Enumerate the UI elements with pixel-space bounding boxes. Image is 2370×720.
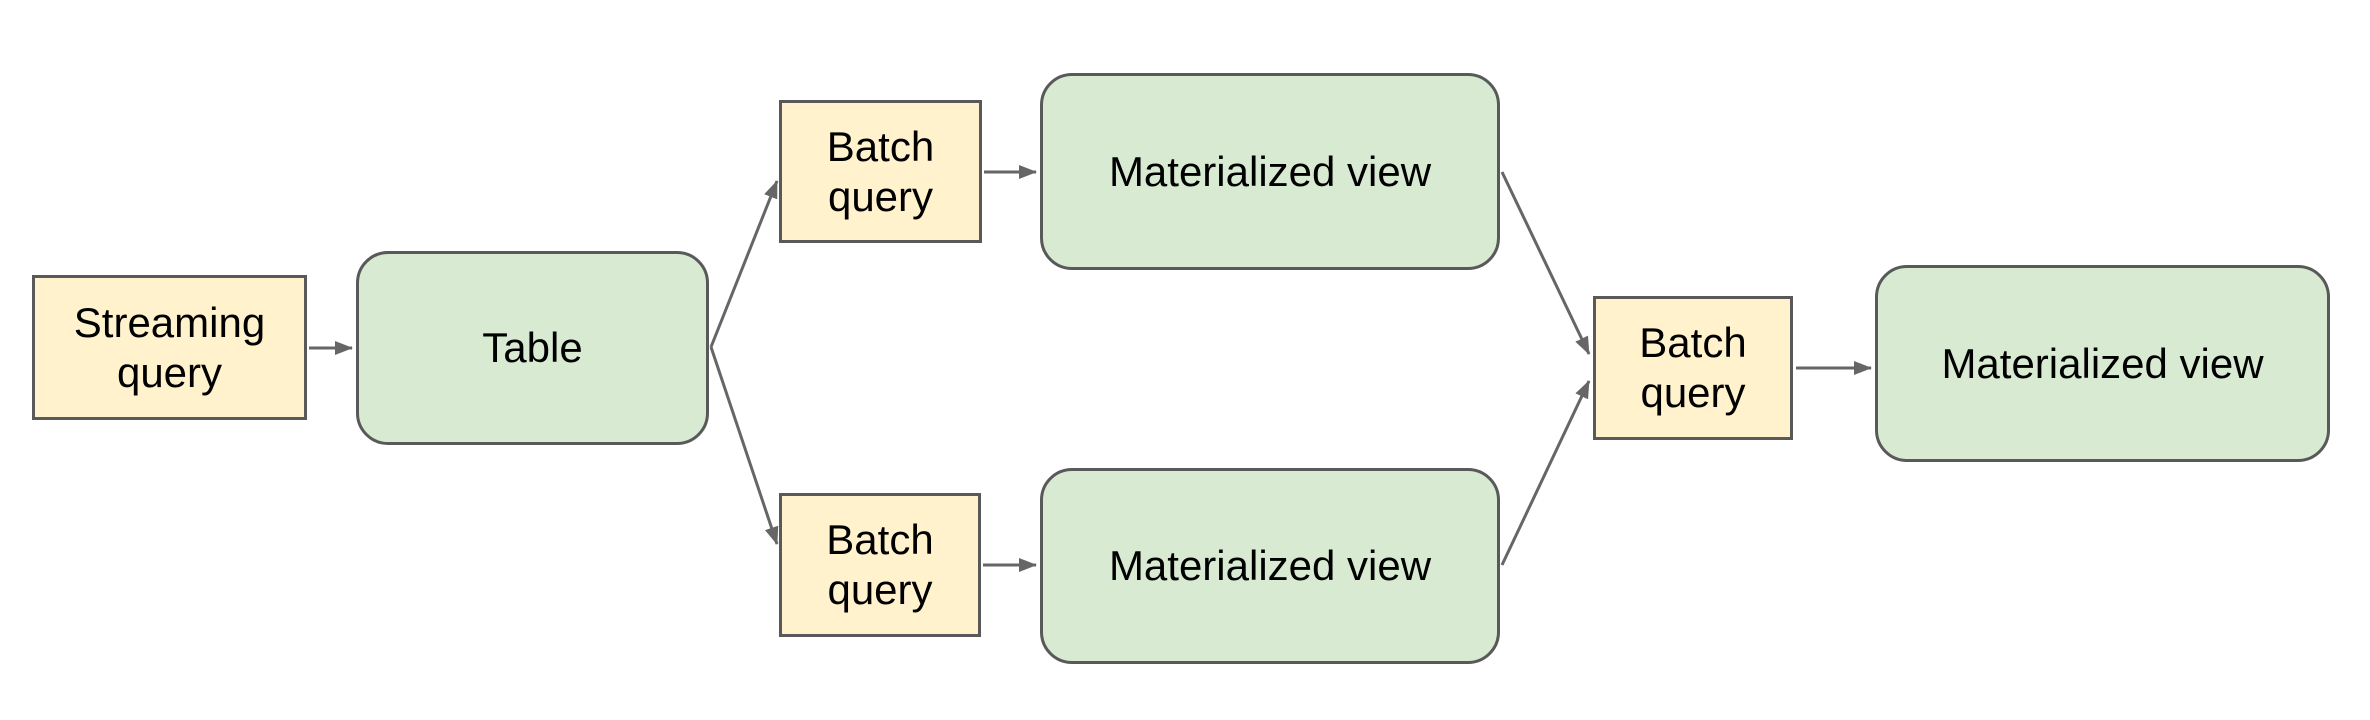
node-materialized-view-bottom: Materialized view — [1040, 468, 1500, 664]
node-batch-query-top: Batch query — [779, 100, 982, 243]
arrow-table-to-batch-query-bottom — [709, 346, 779, 545]
node-batch-query-merge-label: Batch query — [1639, 319, 1747, 416]
node-streaming-query-label: Streaming query — [73, 298, 266, 396]
node-materialized-view-top: Materialized view — [1040, 73, 1500, 270]
arrow-materialized-view-top-to-batch-query-merge — [1500, 171, 1591, 355]
node-table: Table — [356, 251, 709, 445]
node-streaming-query: Streaming query — [32, 275, 307, 420]
node-table-label: Table — [482, 324, 583, 372]
node-batch-query-merge: Batch query — [1593, 296, 1793, 440]
node-materialized-view-top-label: Materialized view — [1108, 147, 1432, 195]
node-materialized-view-final-label: Materialized view — [1941, 339, 2264, 387]
node-materialized-view-bottom-label: Materialized view — [1108, 542, 1432, 590]
node-batch-query-bottom: Batch query — [779, 493, 981, 637]
node-batch-query-bottom-label: Batch query — [826, 516, 934, 613]
node-materialized-view-final: Materialized view — [1875, 265, 2330, 462]
arrow-table-to-batch-query-top — [709, 180, 779, 348]
arrow-materialized-view-bottom-to-batch-query-merge — [1500, 380, 1591, 566]
node-batch-query-top-label: Batch query — [826, 122, 935, 220]
